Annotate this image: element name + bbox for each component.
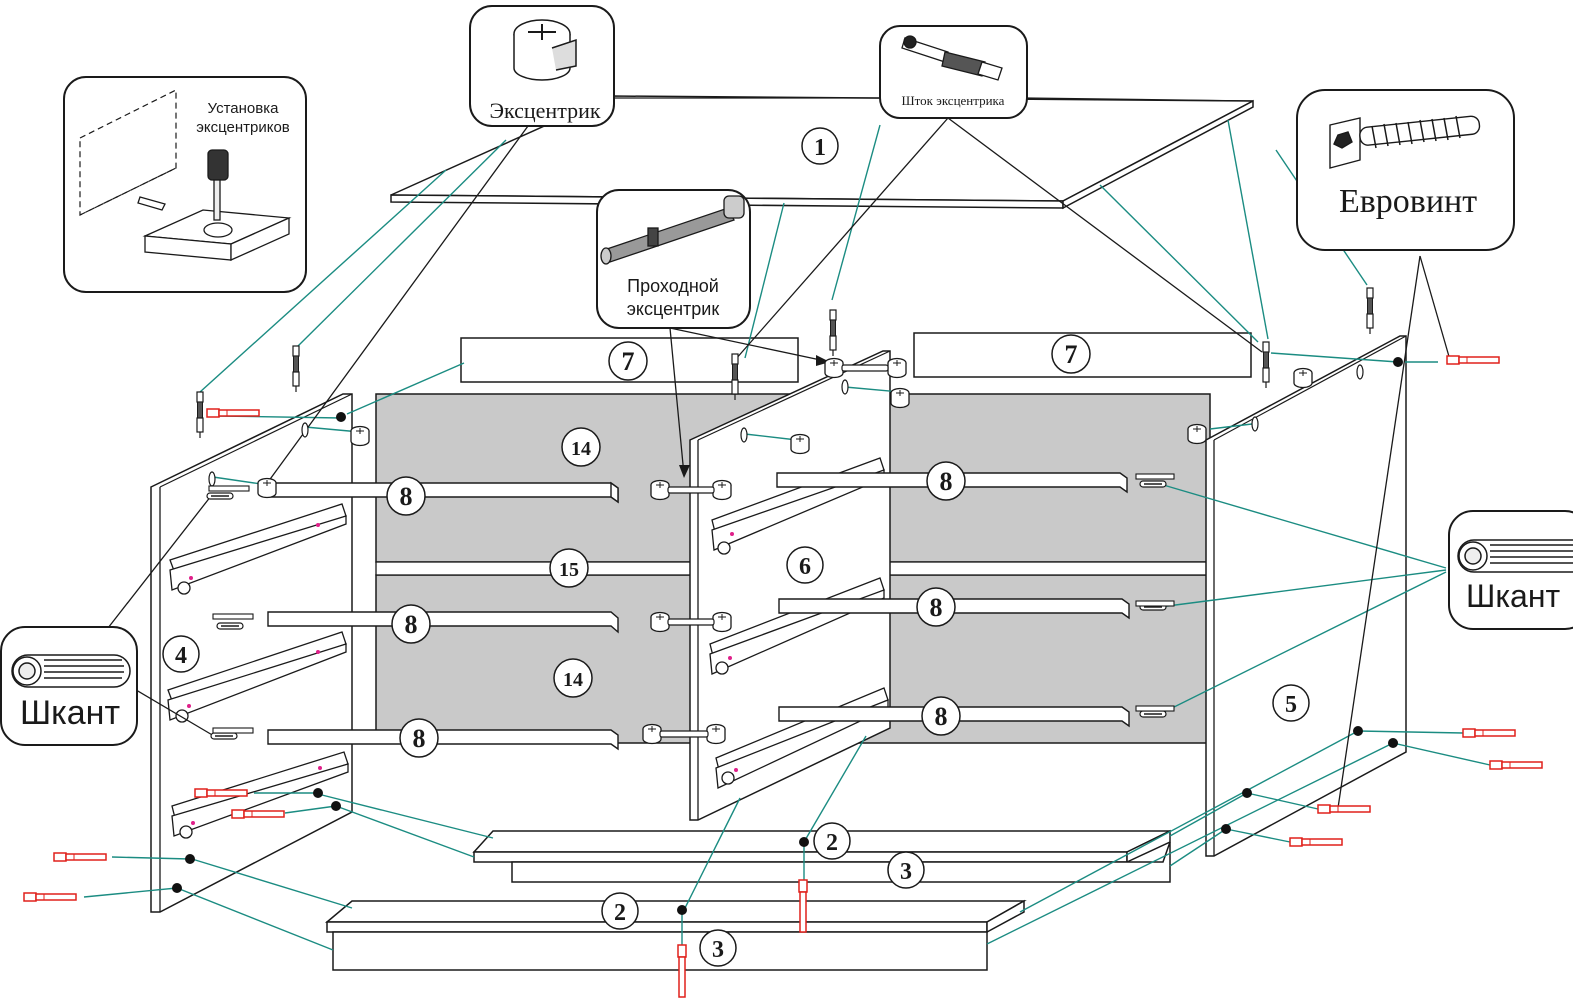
dowel-icon (1457, 539, 1573, 573)
through-eccentric-line1: Проходной (627, 276, 719, 296)
svg-text:15: 15 (559, 559, 579, 581)
badge-plinth-front: 2 (601, 892, 639, 930)
eurovint-label: Евровинт (1339, 183, 1477, 220)
dowel-callout-right: Шкант (1448, 510, 1573, 630)
badge-plinth-strip-back: 3 (887, 851, 925, 889)
svg-text:8: 8 (930, 593, 943, 622)
badge-shelf-left-3: 8 (399, 718, 439, 758)
badge-shelf-left-1: 8 (386, 476, 426, 516)
svg-text:14: 14 (571, 438, 591, 460)
badge-shelf-right-3: 8 (921, 696, 961, 736)
svg-text:8: 8 (940, 467, 953, 496)
plinth-front (324, 899, 1027, 934)
part-badges: 1 7 7 14 14 15 8 8 8 8 8 8 6 4 5 2 3 2 3 (162, 127, 1310, 967)
svg-text:8: 8 (935, 702, 948, 731)
through-eccentric-line2: эксцентрик (627, 299, 720, 319)
badge-rail-left: 7 (608, 341, 648, 381)
eurovint-screw-icon (1329, 115, 1481, 169)
arrow-heads (679, 355, 830, 478)
shelves-left (267, 481, 619, 751)
eccentric-callout: Эксцентрик (469, 5, 1254, 127)
side-panel-right (1205, 335, 1407, 857)
eurovint-callout: Евровинт (1296, 89, 1515, 251)
drawer-slides-left (167, 503, 349, 839)
svg-text:2: 2 (614, 900, 626, 926)
badge-top: 1 (801, 127, 839, 165)
svg-text:1: 1 (814, 135, 826, 161)
through-eccentric-callout: Проходной эксцентрик (596, 189, 751, 329)
badge-side-right: 5 (1272, 684, 1310, 722)
install-callout: Установка эксцентриков (63, 76, 307, 293)
badge-back-middle: 15 (549, 548, 589, 588)
install-hand-icon (79, 89, 177, 216)
badge-partition: 6 (786, 546, 824, 584)
badge-shelf-left-2: 8 (391, 604, 431, 644)
install-caption-line1: Установка (208, 100, 280, 117)
dowel-label-right: Шкант (1466, 578, 1561, 614)
dowel-callout-left: Шкант (0, 626, 138, 746)
badge-plinth-strip-front: 3 (699, 929, 737, 967)
svg-text:8: 8 (413, 724, 426, 753)
svg-text:3: 3 (900, 859, 912, 885)
leader-lines (83, 119, 1491, 951)
install-caption-line2: эксцентриков (196, 119, 290, 136)
svg-text:6: 6 (799, 554, 811, 580)
eccentric-rod-callout: Шток эксцентрика (879, 25, 1028, 119)
eccentric-rod-label: Шток эксцентрика (902, 93, 1005, 108)
badge-shelf-right-1: 8 (926, 461, 966, 501)
badge-plinth-back: 2 (813, 822, 851, 860)
svg-text:3: 3 (712, 937, 724, 963)
svg-text:8: 8 (400, 482, 413, 511)
black-leader-lines (107, 117, 1451, 809)
svg-text:7: 7 (1065, 340, 1078, 369)
svg-text:4: 4 (175, 643, 187, 669)
plinth-strip-back (511, 841, 1171, 883)
dowel-label-left: Шкант (20, 694, 120, 732)
badge-back-upper: 14 (561, 427, 601, 467)
dowel-icon (11, 654, 131, 688)
svg-text:7: 7 (622, 347, 635, 376)
eccentric-rod-icon (901, 35, 1003, 81)
eccentric-cam-icon (513, 19, 577, 81)
eccentric-label: Эксцентрик (489, 98, 600, 123)
svg-text:14: 14 (563, 669, 583, 691)
through-eccentric-icon (600, 195, 745, 265)
badge-side-left: 4 (162, 635, 200, 673)
badge-rail-right: 7 (1051, 334, 1091, 374)
svg-text:2: 2 (826, 830, 838, 856)
badge-shelf-right-2: 8 (916, 587, 956, 627)
svg-text:8: 8 (405, 610, 418, 639)
badge-back-lower: 14 (553, 658, 593, 698)
slide-marks (187, 523, 738, 825)
dowel-rods (208, 473, 1175, 734)
plinth-strip-front (332, 931, 988, 971)
svg-text:5: 5 (1285, 692, 1297, 718)
partition-panel (689, 350, 891, 821)
through-shafts (659, 364, 889, 738)
